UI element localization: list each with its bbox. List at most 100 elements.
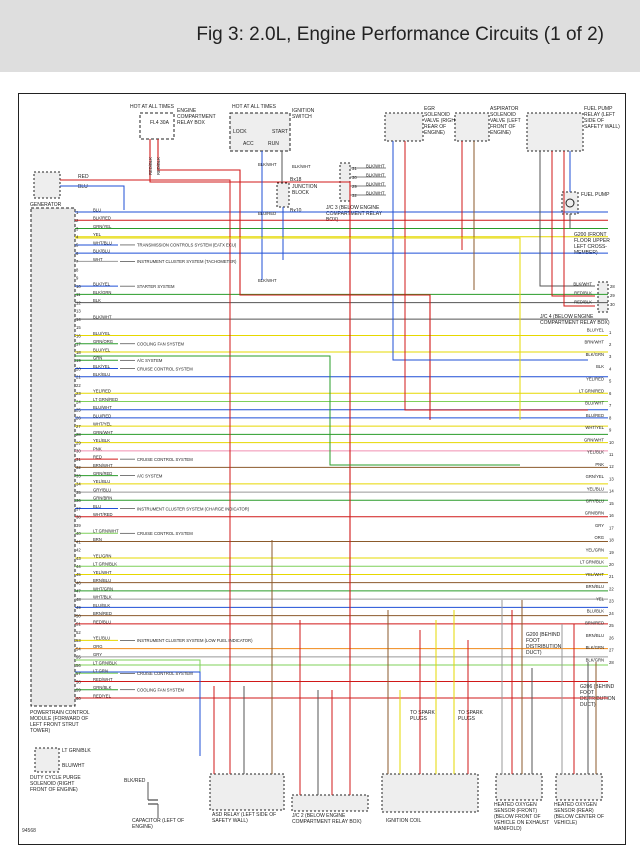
switch-start-label: START [272,129,288,135]
pcm-pin-wire-label: WHT [93,257,103,262]
jc3-pin-number: 29 [352,184,357,189]
right-pin-number: 21 [609,574,614,579]
right-pin-wire-label: BRN/BLU [586,633,604,638]
trunk-wire [75,671,201,756]
gen-red-wire-label: RED [78,174,89,180]
trunk-wire [75,237,521,420]
pcm-pin-number: 44 [76,564,81,569]
hot-at-all-times-1-label: HOT AT ALL TIMES [130,104,175,110]
right-pin-wire-label: BLU/WHT [585,401,604,406]
right-pin-number: 23 [609,599,614,604]
capacitor-label: CAPACITOR (LEFT OF ENGINE) [132,818,185,830]
pcm-pin-wire-label: GRN/RED [93,471,112,476]
pcm-pin-wire-label: WHT/BLK [93,595,112,600]
pcm-pin-wire-label: YEL/BLU [93,636,110,641]
pcm-pin-wire-label: YEL/BLU [93,479,110,484]
right-pin-number: 5 [609,379,612,384]
asd-relay-label: ASD RELAY (LEFT SIDE OF SAFETY WALL) [212,812,277,824]
pcm-pin-number: 23 [76,391,81,396]
spark-plugs-1-label: TO SPARK PLUGS [410,710,435,722]
right-pin-wire-label: YEL/BLK [587,450,604,455]
pcm-pin-number: 20 [76,366,81,371]
fuel-pump: FUEL PUMP G200 (FRONT FLOOR UPPER LEFT C… [561,191,610,256]
right-pin-number: 11 [609,452,614,457]
switch-acc-label: ACC [243,141,254,147]
pcm-pin-number: 3 [76,226,79,231]
pcm-pin-note: CRUISE CONTROL SYSTEM [137,671,193,676]
right-pin-wire-label: WHT/YEL [585,425,604,430]
pcm-pin-wire-label: BLK [93,298,101,303]
pcm-pin-note: CRUISE CONTROL SYSTEM [137,531,193,536]
pcm-pin-wire-label: BLU/WHT [93,405,112,410]
junction-block-label: JUNCTION BLOCK [292,184,318,196]
pcm-pin-number: 28 [76,432,81,437]
pcm-pin-wire-label: BLK/YEL [93,282,111,287]
pcm-pin-wire-label: GRY [93,652,102,657]
right-pin-number: 8 [609,415,612,420]
pcm-pin-wire-label: BRN/BLU [93,578,111,583]
pcm-pin-number: 30 [76,449,81,454]
pcm-pin-number: 57 [76,671,81,676]
pcm-pin-number: 46 [76,580,81,585]
pcm-label: POWERTRAIN CONTROL MODULE (FORWARD OF LE… [30,710,90,734]
pcm-pin-number: 53 [76,638,81,643]
pcm-pin-note: INSTRUMENT CLUSTER SYSTEM (TACHOMETER) [137,259,237,264]
right-pin-wire-label: YEL/WHT [585,572,604,577]
pcm-pin-wire-label: GRN/WHT [93,430,113,435]
pcm-module: POWERTRAIN CONTROL MODULE (FORWARD OF LE… [30,207,90,734]
pcm-pin-note: INSTRUMENT CLUSTER SYSTEM (LOW FUEL INDI… [137,638,253,643]
pcm-pin-number: 49 [76,605,81,610]
pcm-pin-number: 27 [76,424,81,429]
purge-solenoid: LT GRN/BLK BLU/WHT DUTY CYCLE PURGE SOLE… [30,747,91,793]
right-pin-wire-label: BLU/BLK [587,609,604,614]
pcm-pin-wire-label: GRN/YEL [93,224,112,229]
right-pin-number: 16 [609,513,614,518]
pcm-pin-number: 48 [76,597,81,602]
jc4-pin-number: 28 [610,284,615,289]
jc2-label: J/C 2 (BELOW ENGINE COMPARTMENT RELAY BO… [292,813,362,825]
right-pin-number: 9 [609,428,612,433]
right-pin-wire-label: BLK/GRN [586,352,604,357]
figure-title: Fig 3: 2.0L, Engine Performance Circuits… [196,24,604,45]
pcm-pin-number: 6 [76,251,79,256]
right-pin-number: 17 [609,525,614,530]
trunk-wire [75,355,520,466]
pcm-pin-number: 43 [76,556,81,561]
pcm-pin-note: INSTRUMENT CLUSTER SYSTEM (CHARGE INDICA… [137,506,250,511]
pcm-pin-wire-label: LT GRN [93,669,108,674]
pcm-pin-wire-label: BRN [93,537,102,542]
jc3-pin-number: 32 [352,193,357,198]
pcm-pin-number: 14 [76,317,81,322]
pcm-pin-number: 15 [76,325,81,330]
right-pin-number: 1 [609,330,612,335]
right-pin-number: 20 [609,562,614,567]
right-pin-wire-label: BRN/WHT [584,340,604,345]
ground-g206-duct: G206 (BEHIND FOOT DISTRIBUTION DUCT) [580,684,615,708]
right-pin-number: 18 [609,538,614,543]
pcm-pin-number: 9 [76,276,79,281]
right-pin-number: 10 [609,440,614,445]
egr-valve-label: EGR SOLENOID VALVE (RIGHT REAR OF ENGINE… [424,106,458,136]
pcm-pin-number: 38 [76,515,81,520]
pcm-pin-number: 5 [76,243,79,248]
ign-wire-label: BLU/RED [258,211,276,216]
trunk-wire [539,151,595,287]
pcm-pin-wire-label: YEL/RED [93,389,111,394]
o2-sensor-front: HEATED OXYGEN SENSOR (FRONT) (BELOW FRON… [494,773,549,832]
right-pin-wire-label: GRY [595,523,604,528]
pcm-pin-note: A/C SYSTEM [137,473,163,478]
right-pin-number: 25 [609,623,614,628]
ignition-coil: IGNITION COIL TO SPARK PLUGS TO SPARK PL… [381,710,483,824]
junction-block: Bx18 Bx10 JUNCTION BLOCK [276,177,318,214]
right-pin-number: 28 [609,660,614,665]
pcm-pin-number: 42 [76,548,81,553]
pcm-pin-number: 37 [76,506,81,511]
right-pin-wire-label: LT GRN/BLK [580,560,604,565]
pcm-pin-wire-label: GRN/ORG [93,339,113,344]
pcm-pin-wire-label: GRY/BLU [93,487,111,492]
generator-label: GENERATOR [30,202,62,208]
trunk-wire [563,151,595,307]
right-pin-wire-label: GRY/BLU [586,499,604,504]
pcm-pin-wire-label: BLU/YEL [93,347,111,352]
